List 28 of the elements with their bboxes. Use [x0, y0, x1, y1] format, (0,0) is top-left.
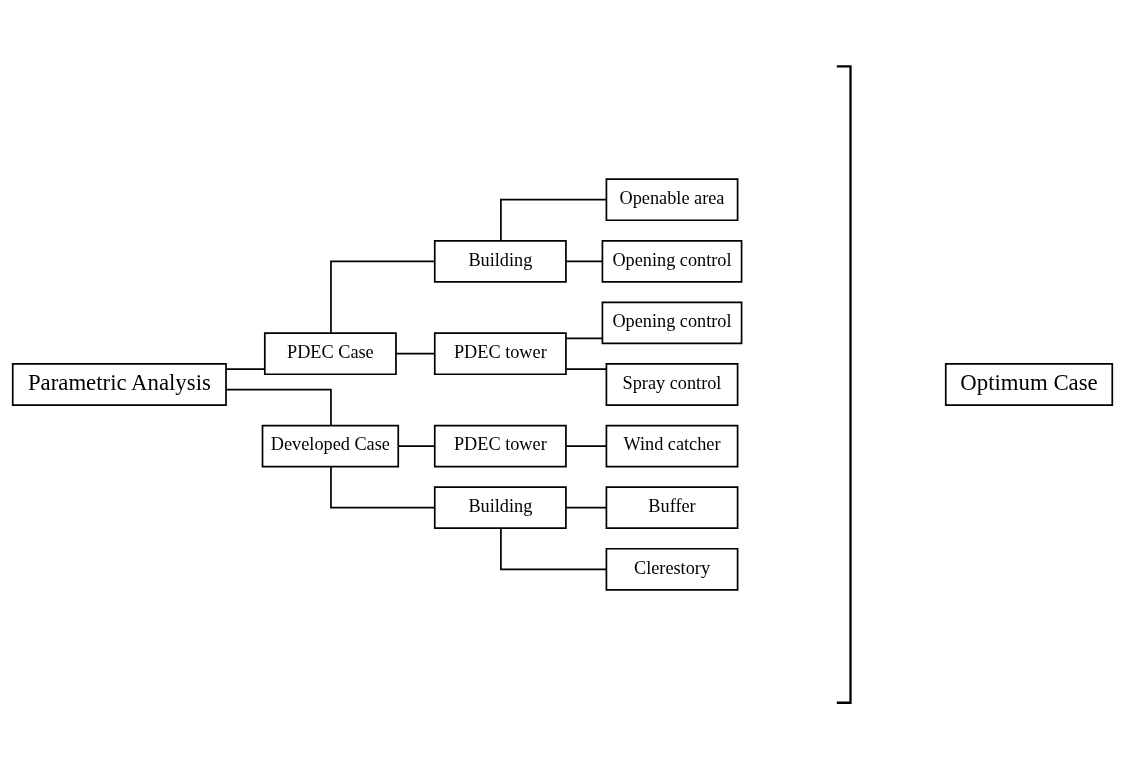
node-box: Optimum Case: [944, 363, 1114, 406]
node-box: Clerestory: [605, 547, 739, 591]
connector: [500, 198, 608, 242]
node-box: Openable area: [605, 178, 739, 222]
connector: [565, 368, 607, 370]
node-box: Building: [433, 486, 567, 530]
node-box: Wind catcher: [605, 424, 739, 468]
connector: [330, 260, 436, 334]
node-box: PDEC Case: [263, 332, 397, 376]
node-box: Building: [433, 239, 567, 283]
node-box: Developed Case: [261, 424, 400, 468]
connector: [225, 388, 332, 427]
connector: [395, 352, 436, 355]
node-box: Opening control: [601, 301, 743, 345]
connector: [397, 445, 436, 447]
connector: [565, 260, 604, 263]
node-box: Parametric Analysis: [11, 363, 227, 406]
connector: [565, 337, 604, 340]
connector: [500, 527, 608, 571]
connector: [565, 506, 607, 509]
node-box: Spray control: [605, 363, 739, 406]
node-box: Buffer: [605, 486, 739, 530]
node-box: PDEC tower: [433, 332, 567, 376]
connector: [330, 466, 436, 509]
connector: [565, 445, 607, 447]
connector: [225, 368, 266, 370]
node-box: Opening control: [601, 239, 743, 283]
node-box: PDEC tower: [433, 424, 567, 468]
